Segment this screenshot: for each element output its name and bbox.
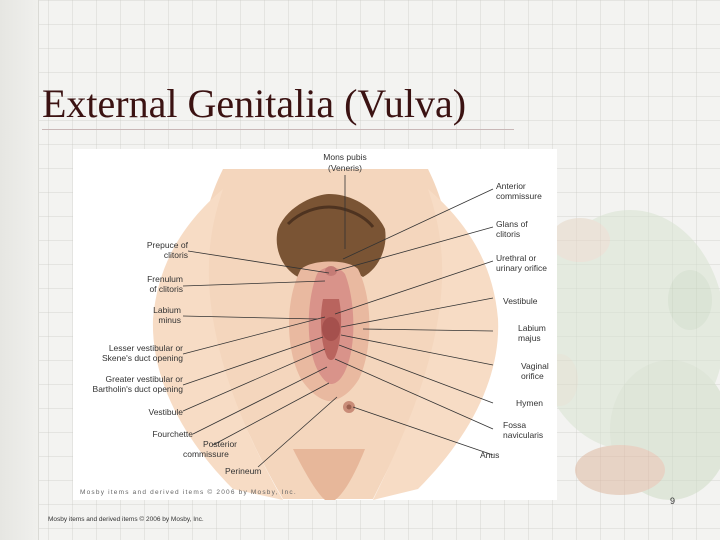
slide-title: External Genitalia (Vulva) — [42, 80, 466, 127]
label-anus: Anus — [480, 450, 499, 460]
label-vestibule-left: Vestibule — [149, 407, 184, 417]
label-fourchette: Fourchette — [152, 429, 193, 439]
figure-credit: Mosby items and derived items © 2006 by … — [80, 489, 297, 496]
label-hymen: Hymen — [516, 398, 543, 408]
label-vestibule-right: Vestibule — [503, 296, 538, 306]
page-number: 9 — [670, 496, 675, 506]
title-underline — [42, 129, 514, 130]
label-perineum: Perineum — [225, 466, 261, 476]
slide-footer: Mosby items and derived items © 2006 by … — [48, 516, 204, 523]
slide-left-strip — [0, 0, 39, 540]
label-mons-pubis: Mons pubis(Veneris) — [323, 152, 366, 173]
